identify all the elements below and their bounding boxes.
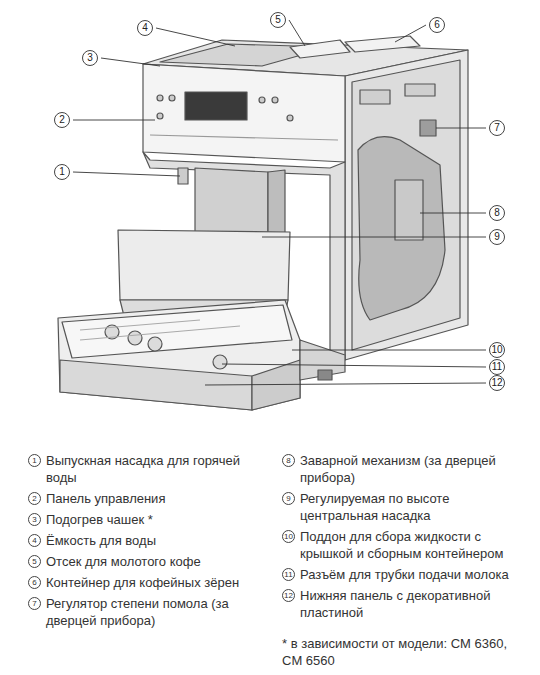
key-entry: 12 Нижняя панель с декоративной пластиной: [282, 587, 527, 621]
illustration-part: [143, 64, 345, 162]
callout-number: 10: [489, 342, 505, 358]
illustration-part: [420, 213, 486, 214]
illustration-part: [195, 168, 268, 240]
key-text: Выпускная насадка для горячей воды: [46, 452, 273, 486]
illustration-part: [300, 340, 345, 380]
callout-number: 11: [489, 359, 505, 375]
illustration-part: [318, 370, 332, 380]
key-entry: 9 Регулируемая по высоте центральная наса…: [282, 490, 527, 524]
callout-number: 7: [489, 120, 505, 136]
illustration-part: [73, 120, 155, 121]
illustration-part: [118, 230, 290, 300]
key-entry: 11 Разъём для трубки подачи молока: [282, 566, 527, 583]
illustration-part: [80, 320, 200, 330]
key-number: 9: [282, 492, 295, 505]
key-number: 5: [28, 555, 41, 568]
illustration-part: [360, 90, 390, 104]
key-number: 11: [282, 568, 295, 581]
illustration-part: [436, 128, 486, 129]
key-entry: 3 Подогрев чашек *: [28, 511, 273, 528]
illustration-part: [290, 40, 350, 58]
key-text: Разъём для трубки подачи молока: [300, 566, 527, 583]
key-number: 1: [28, 454, 41, 467]
key-number: 10: [282, 530, 295, 543]
key-text: Панель управления: [46, 490, 273, 507]
illustration-part: [262, 237, 486, 238]
key-entry: 10 Поддон для сбора жидкости с крышкой и …: [282, 528, 527, 562]
key-text: Поддон для сбора жидкости с крышкой и сб…: [300, 528, 527, 562]
illustration-part: [420, 120, 436, 136]
illustration-part: [185, 92, 247, 120]
key-column-left: 1 Выпускная насадка для горячей воды 2 Пане…: [28, 452, 273, 629]
illustration-part: [268, 170, 285, 240]
key-entry: 5 Отсек для молотого кофе: [28, 553, 273, 570]
leader-lines: [73, 20, 486, 385]
illustration-part: [157, 95, 163, 101]
callout-number: 9: [489, 229, 505, 245]
illustration-part: [272, 97, 278, 103]
key-number: 12: [282, 589, 295, 602]
callout-number: 5: [270, 12, 286, 28]
callout-number: 4: [137, 20, 153, 36]
illustration-part: [169, 95, 175, 101]
key-text: Нижняя панель с декоративной пластиной: [300, 587, 527, 621]
illustration-part: [80, 326, 240, 340]
key-column-right: 8 Заварной механизм (за дверцей прибора) 9…: [282, 452, 527, 669]
illustration-part: [289, 20, 305, 46]
key-entry: 1 Выпускная насадка для горячей воды: [28, 452, 273, 486]
callout-number: 12: [489, 375, 505, 391]
key-text: Регулируемая по высоте центральная насад…: [300, 490, 527, 524]
key-number: 6: [28, 576, 41, 589]
illustration-part: [148, 337, 162, 351]
key-number: 8: [282, 454, 295, 467]
callout-number: 1: [54, 164, 70, 180]
callout-number: 6: [429, 17, 445, 33]
illustration-part: [395, 25, 426, 42]
key-entry: 7 Регулятор степени помола (за дверцей пр…: [28, 595, 273, 629]
callout-number: 2: [54, 112, 70, 128]
illustration-part: [395, 180, 423, 240]
illustration-part: [62, 305, 292, 358]
key-number: 4: [28, 534, 41, 547]
illustration-part: [128, 331, 142, 345]
callout-number: 8: [489, 205, 505, 221]
key-text: Заварной механизм (за дверцей прибора): [300, 452, 527, 486]
illustration-part: [345, 50, 468, 360]
illustration-part: [58, 300, 300, 410]
key-entry: 8 Заварной механизм (за дверцей прибора): [282, 452, 527, 486]
illustration-part: [405, 84, 435, 96]
machine-body: [58, 36, 468, 410]
illustration-part: [352, 60, 460, 350]
key-entry: 2 Панель управления: [28, 490, 273, 507]
illustration-part: [345, 36, 420, 52]
key-text: Ёмкость для воды: [46, 532, 273, 549]
illustration-part: [213, 355, 227, 369]
key-number: 7: [28, 597, 41, 610]
key-entry: 4 Ёмкость для воды: [28, 532, 273, 549]
illustration-part: [292, 350, 486, 351]
key-text: Подогрев чашек *: [46, 511, 273, 528]
key-text: Отсек для молотого кофе: [46, 553, 273, 570]
illustration-part: [101, 58, 160, 66]
illustration-part: [157, 113, 163, 119]
key-number: 2: [28, 492, 41, 505]
illustration-part: [205, 383, 486, 385]
key-text: Контейнер для кофейных зёрен: [46, 574, 273, 591]
illustration-part: [358, 137, 445, 320]
key-number: 3: [28, 513, 41, 526]
illustration-part: [73, 172, 180, 176]
illustration-part: [287, 115, 293, 121]
key-entry: 6 Контейнер для кофейных зёрен: [28, 574, 273, 591]
illustration-part: [259, 97, 265, 103]
footnote: * в зависимости от модели: CM 6360, CM 6…: [282, 635, 527, 669]
illustration-part: [156, 28, 235, 46]
illustration-part: [150, 135, 338, 140]
callout-number: 3: [82, 50, 98, 66]
illustration-part: [222, 364, 486, 367]
key-text: Регулятор степени помола (за дверцей при…: [46, 595, 273, 629]
